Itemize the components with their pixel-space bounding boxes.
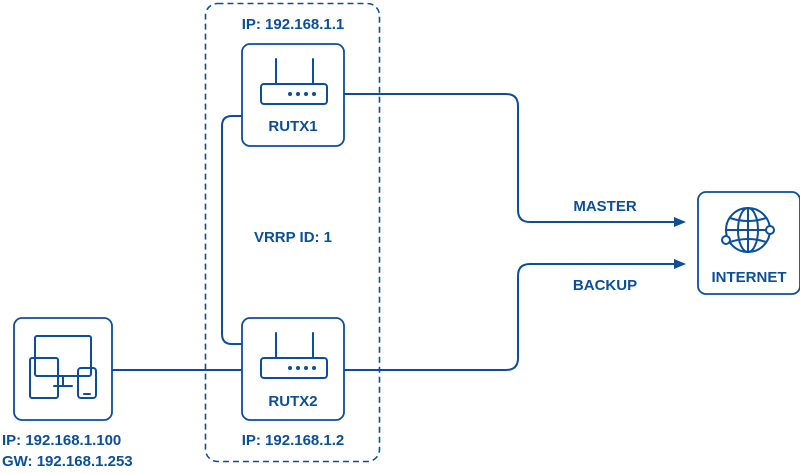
- client-devices[interactable]: IP: 192.168.1.100 GW: 192.168.1.253: [2, 317, 133, 470]
- devices-icon: [29, 335, 97, 399]
- rutx2-ip-label: IP: 192.168.1.2: [242, 432, 345, 449]
- router-icon: [260, 58, 328, 105]
- client-ip-label: IP: 192.168.1.100: [2, 432, 121, 449]
- rutx2-name-label: RUTX2: [268, 393, 317, 410]
- backup-link-label: BACKUP: [573, 277, 637, 294]
- vrrp-link-wire: [221, 115, 242, 345]
- client-gw-label: GW: 192.168.1.253: [2, 453, 133, 470]
- backup-link-wire: [344, 259, 686, 371]
- globe-icon: [721, 207, 775, 253]
- router-rutx1[interactable]: IP: 192.168.1.1 RUTX1: [241, 16, 345, 147]
- internet-name-label: INTERNET: [712, 269, 787, 286]
- rutx1-name-label: RUTX1: [268, 118, 317, 135]
- router-rutx2[interactable]: RUTX2 IP: 192.168.1.2: [241, 317, 345, 449]
- router-icon: [260, 332, 328, 379]
- master-link-label: MASTER: [573, 198, 637, 215]
- master-link-wire: [344, 93, 686, 227]
- vrrp-group-boundary: [204, 2, 381, 463]
- rutx1-ip-label: IP: 192.168.1.1: [242, 16, 345, 33]
- internet-node[interactable]: INTERNET: [697, 191, 800, 295]
- vrrp-id-label: VRRP ID: 1: [254, 229, 332, 246]
